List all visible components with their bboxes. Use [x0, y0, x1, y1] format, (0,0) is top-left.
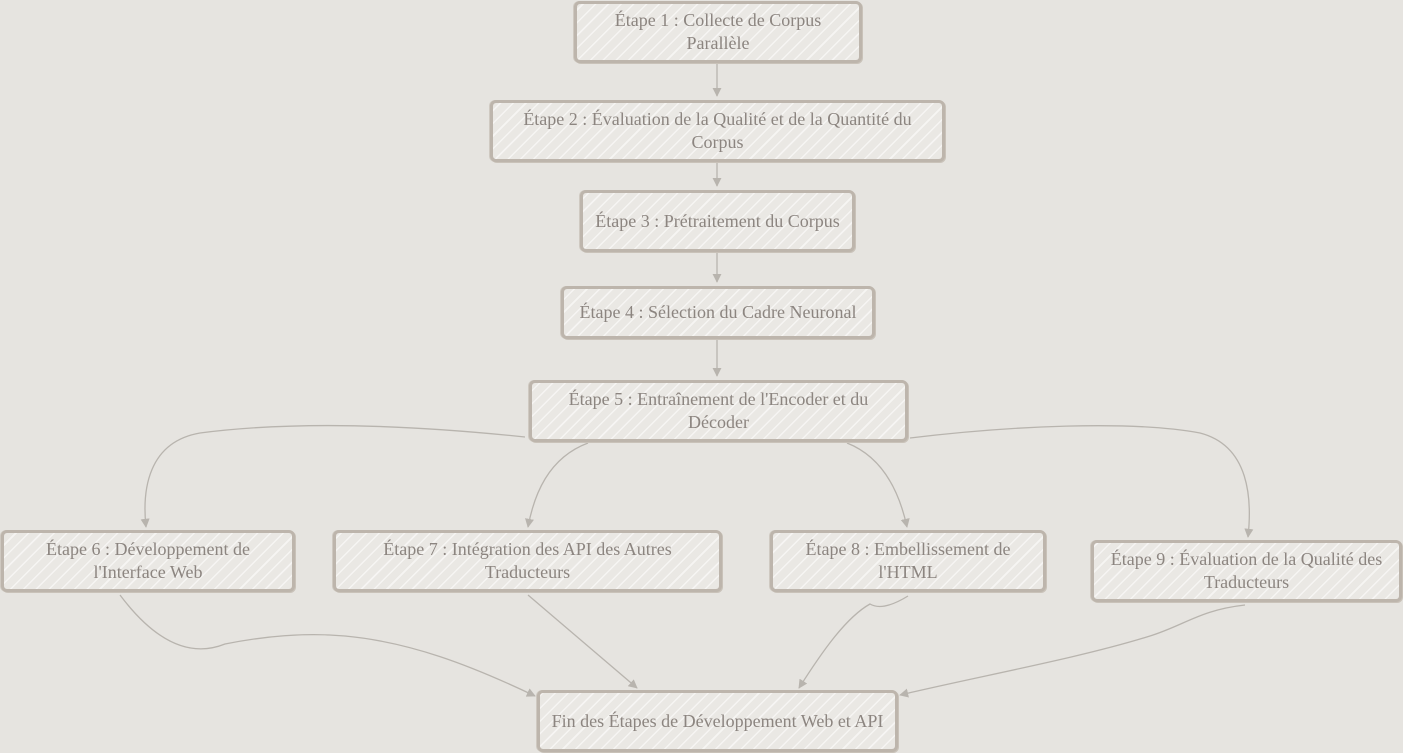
node-step2: Étape 2 : Évaluation de la Qualité et de… [490, 100, 945, 162]
node-step5-label: Étape 5 : Entraînement de l'Encoder et d… [568, 389, 869, 432]
node-step6-label: Étape 6 : Développement de l'Interface W… [46, 539, 250, 582]
node-step7-label: Étape 7 : Intégration des API des Autres… [383, 539, 672, 582]
edge-step6-end [119, 594, 536, 697]
node-step3-label: Étape 3 : Prétraitement du Corpus [595, 210, 840, 231]
node-step2-label: Étape 2 : Évaluation de la Qualité et de… [523, 109, 912, 152]
node-end: Fin des Étapes de Développement Web et A… [537, 690, 898, 752]
edge-step9-end [899, 604, 1246, 698]
edge-step7-end [527, 594, 638, 689]
edge-step8-end [798, 595, 909, 689]
node-step5: Étape 5 : Entraînement de l'Encoder et d… [529, 380, 908, 442]
node-step3: Étape 3 : Prétraitement du Corpus [580, 190, 855, 252]
node-step7: Étape 7 : Intégration des API des Autres… [333, 530, 722, 592]
node-step9-label: Étape 9 : Évaluation de la Qualité des T… [1110, 549, 1383, 592]
node-step6: Étape 6 : Développement de l'Interface W… [1, 530, 295, 592]
edge-step5-step8 [846, 442, 910, 528]
node-step1-label: Étape 1 : Collecte de Corpus Parallèle [614, 10, 822, 53]
node-step4-label: Étape 4 : Sélection du Cadre Neuronal [579, 302, 857, 322]
node-step1: Étape 1 : Collecte de Corpus Parallèle [574, 1, 862, 63]
node-end-label: Fin des Étapes de Développement Web et A… [551, 710, 884, 731]
edge-step5-step9 [909, 425, 1254, 538]
edge-step5-step6 [140, 424, 526, 528]
node-step9: Étape 9 : Évaluation de la Qualité des T… [1091, 540, 1402, 602]
edge-step5-step7 [525, 442, 589, 528]
node-step4: Étape 4 : Sélection du Cadre Neuronal [561, 286, 875, 339]
node-step8-label: Étape 8 : Embellissement de l'HTML [805, 539, 1011, 582]
node-step8: Étape 8 : Embellissement de l'HTML [770, 530, 1046, 592]
